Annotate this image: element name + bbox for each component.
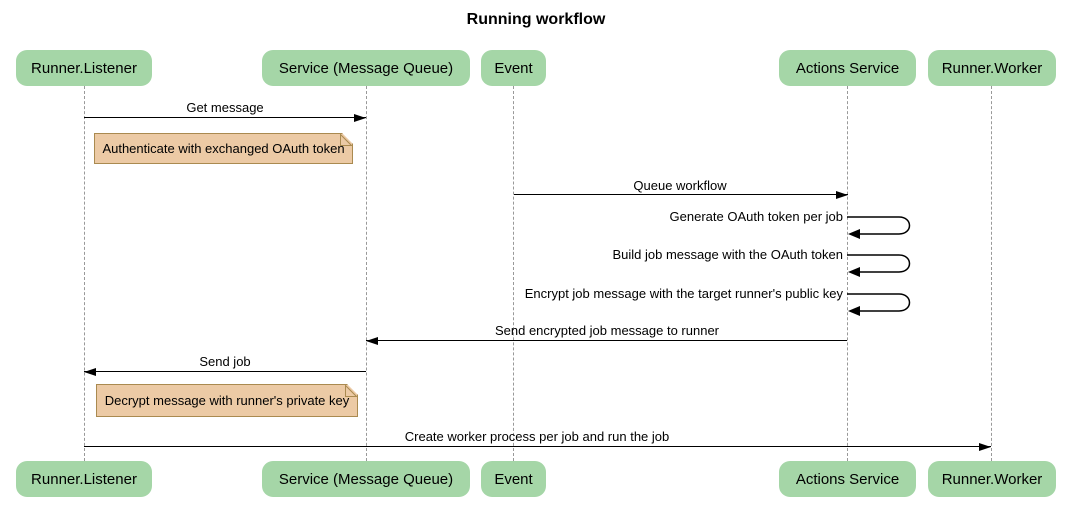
participant-label: Runner.Listener bbox=[31, 59, 137, 77]
note-fold-icon bbox=[340, 134, 352, 146]
lifeline-runner-worker bbox=[991, 86, 992, 461]
participant-runner-listener-bottom: Runner.Listener bbox=[16, 461, 152, 497]
message-arrow-queue-workflow bbox=[513, 190, 848, 199]
message-label-create-worker-process: Create worker process per job and run th… bbox=[404, 429, 670, 444]
message-label-send-job: Send job bbox=[199, 354, 251, 369]
message-label-generate-oauth-token: Generate OAuth token per job bbox=[669, 209, 843, 224]
lifeline-actions-service bbox=[847, 86, 848, 461]
participant-service-message-queue-bottom: Service (Message Queue) bbox=[262, 461, 470, 497]
participant-label: Event bbox=[494, 470, 533, 488]
participant-label: Service (Message Queue) bbox=[278, 470, 454, 488]
participant-runner-worker-bottom: Runner.Worker bbox=[928, 461, 1056, 497]
participant-label: Runner.Worker bbox=[941, 470, 1043, 488]
note-authenticate: Authenticate with exchanged OAuth token bbox=[94, 133, 353, 164]
message-label-get-message: Get message bbox=[186, 100, 264, 115]
participant-runner-worker-top: Runner.Worker bbox=[928, 50, 1056, 86]
diagram-title: Running workflow bbox=[466, 11, 606, 28]
note-text: Decrypt message with runner's private ke… bbox=[104, 393, 350, 408]
lifeline-runner-listener bbox=[83, 86, 85, 461]
participant-label: Actions Service bbox=[795, 470, 900, 488]
participant-service-message-queue-top: Service (Message Queue) bbox=[262, 50, 470, 86]
participant-label: Actions Service bbox=[795, 59, 900, 77]
participant-event-top: Event bbox=[481, 50, 546, 86]
note-text: Authenticate with exchanged OAuth token bbox=[102, 141, 345, 156]
message-label-queue-workflow: Queue workflow bbox=[633, 178, 727, 193]
participant-runner-listener-top: Runner.Listener bbox=[16, 50, 152, 86]
lifeline-service-message-queue bbox=[365, 86, 367, 461]
participant-label: Event bbox=[494, 59, 533, 77]
message-label-encrypt-job-message: Encrypt job message with the target runn… bbox=[524, 286, 843, 301]
participant-label: Service (Message Queue) bbox=[278, 59, 454, 77]
message-label-build-job-message: Build job message with the OAuth token bbox=[612, 247, 843, 262]
message-arrow-get-message bbox=[84, 113, 366, 122]
participant-actions-service-top: Actions Service bbox=[779, 50, 916, 86]
self-loop-arrow-build-job-message bbox=[847, 254, 911, 277]
participant-label: Runner.Worker bbox=[941, 59, 1043, 77]
self-loop-arrow-encrypt-job-message bbox=[847, 293, 911, 316]
lifeline-event bbox=[513, 86, 514, 461]
message-label-send-encrypted-job-message: Send encrypted job message to runner bbox=[494, 323, 720, 338]
message-arrow-send-encrypted-job-message bbox=[366, 336, 847, 345]
participant-event-bottom: Event bbox=[481, 461, 546, 497]
note-fold-icon bbox=[345, 385, 357, 397]
message-arrow-send-job bbox=[84, 367, 366, 376]
message-arrow-create-worker-process bbox=[84, 442, 991, 451]
participant-actions-service-bottom: Actions Service bbox=[779, 461, 916, 497]
note-decrypt: Decrypt message with runner's private ke… bbox=[96, 384, 358, 417]
participant-label: Runner.Listener bbox=[31, 470, 137, 488]
self-loop-arrow-generate-oauth-token bbox=[847, 216, 911, 239]
